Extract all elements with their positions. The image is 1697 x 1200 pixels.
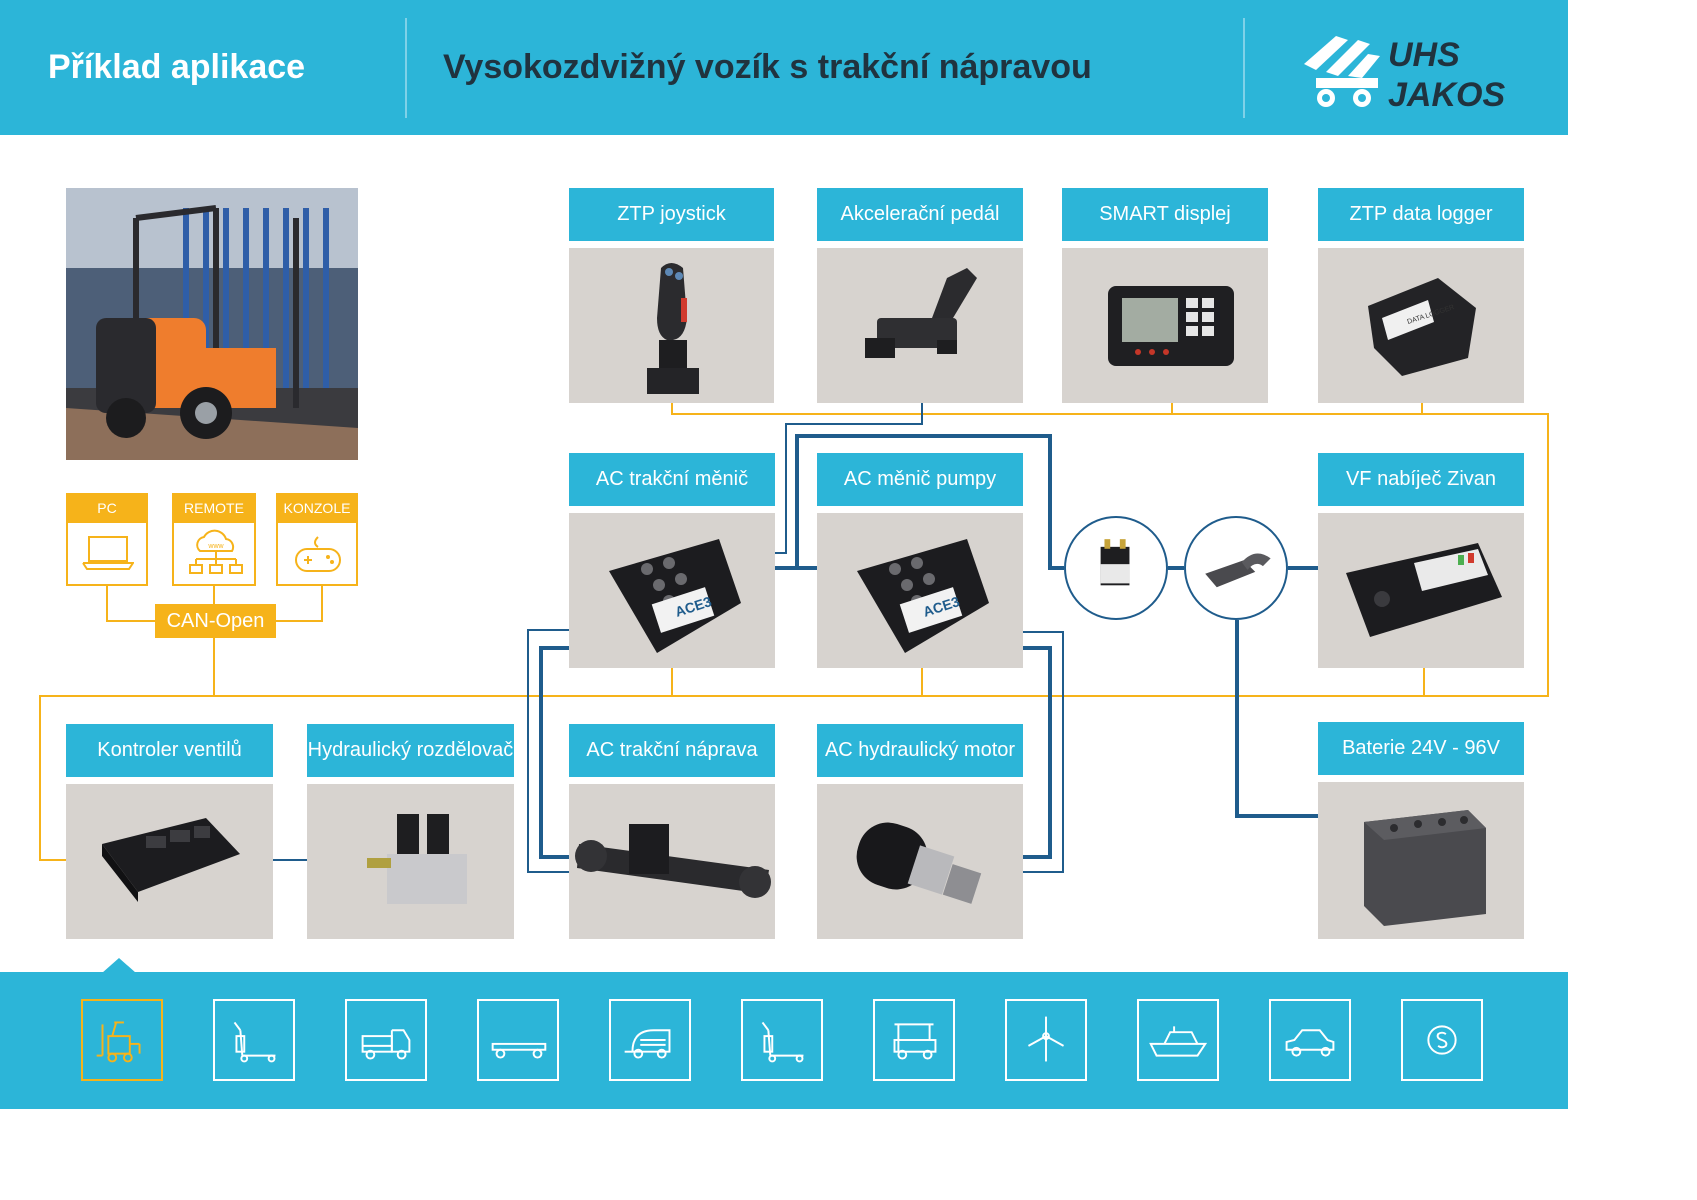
can-open-bus: CAN-Open [155, 604, 276, 638]
car-icon [1285, 1029, 1335, 1057]
traction-inverter-label: AC trakční měnič [569, 453, 775, 506]
floor-sweeper-icon [624, 1029, 671, 1059]
page-title: Vysokozdvižný vozík s trakční nápravou [443, 48, 1092, 86]
application-bar [0, 972, 1568, 1109]
charger-card: VF nabíječ Zivan [1318, 453, 1524, 668]
application-tab-stacker[interactable] [741, 999, 823, 1081]
joystick-image [569, 248, 774, 403]
laptop-icon [82, 536, 134, 570]
logger-image: DATA LOGGER [1318, 248, 1524, 403]
display-card: SMART displej [1062, 188, 1268, 403]
console-interface: KONZOLE [276, 493, 358, 586]
header-bar: Příklad aplikace Vysokozdvižný vozík s t… [0, 0, 1568, 135]
cloud-www-text: www [207, 543, 224, 550]
application-tab-wind-turbine[interactable] [1005, 999, 1087, 1081]
application-tab-platform-trailer[interactable] [477, 999, 559, 1081]
section-title: Příklad aplikace [48, 48, 306, 86]
application-tab-coin[interactable] [1401, 999, 1483, 1081]
pump-inverter-label: AC měnič pumpy [817, 453, 1023, 506]
hydraulic-motor-card: AC hydraulický motor [817, 724, 1023, 939]
application-tab-golf-cart[interactable] [873, 999, 955, 1081]
battery-label: Baterie 24V - 96V [1318, 722, 1524, 775]
contactor-circle [1064, 516, 1168, 620]
display-label: SMART displej [1062, 188, 1268, 241]
application-tab-boat[interactable] [1137, 999, 1219, 1081]
gamepad-icon [295, 536, 341, 572]
battery-card: Baterie 24V - 96V [1318, 722, 1524, 939]
pc-label: PC [66, 493, 148, 523]
header-divider [1243, 18, 1245, 118]
traction-inverter-card: AC trakční měnič ACE3 [569, 453, 775, 668]
traction-inverter-image: ACE3 [569, 513, 775, 668]
console-label: KONZOLE [276, 493, 358, 523]
forklift-photo [66, 188, 358, 460]
battery-connector-icon [1205, 553, 1271, 588]
active-indicator-notch [102, 958, 136, 973]
forklift-icon [96, 1021, 141, 1063]
logger-card: ZTP data logger DATA LOGGER [1318, 188, 1524, 403]
charger-label: VF nabíječ Zivan [1318, 453, 1524, 506]
charger-image [1318, 513, 1524, 668]
valve-controller-label: Kontroler ventilů [66, 724, 273, 777]
utility-truck-icon [361, 1029, 411, 1060]
hydraulic-motor-label: AC hydraulický motor [817, 724, 1023, 777]
cloud-network-icon: www [189, 529, 243, 574]
pallet-truck-icon [233, 1021, 276, 1063]
application-tab-car[interactable] [1269, 999, 1351, 1081]
joystick-card: ZTP joystick [569, 188, 774, 403]
boat-icon [1149, 1026, 1208, 1057]
application-tab-pallet-truck[interactable] [213, 999, 295, 1081]
remote-label: REMOTE [172, 493, 256, 523]
remote-interface: REMOTE www [172, 493, 256, 586]
traction-axle-image [569, 784, 775, 939]
hydraulic-distributor-image [307, 784, 514, 939]
battery-image [1318, 782, 1524, 939]
traction-axle-card: AC trakční náprava [569, 724, 775, 939]
traction-axle-label: AC trakční náprava [569, 724, 775, 777]
header-divider [405, 18, 407, 118]
pedal-image [817, 248, 1023, 403]
pedal-card: Akcelerační pedál [817, 188, 1023, 403]
hydraulic-distributor-label: Hydraulický rozdělovač [307, 724, 514, 777]
wind-turbine-icon [1027, 1016, 1065, 1062]
joystick-label: ZTP joystick [569, 188, 774, 241]
hydraulic-motor-image [817, 784, 1023, 939]
contactor-icon [1100, 539, 1130, 586]
valve-controller-image [66, 784, 273, 939]
pump-inverter-card: AC měnič pumpy ACE3 [817, 453, 1023, 668]
pc-interface: PC [66, 493, 148, 586]
application-tab-floor-sweeper[interactable] [609, 999, 691, 1081]
platform-trailer-icon [491, 1042, 547, 1059]
stacker-icon [761, 1021, 804, 1063]
pump-inverter-image: ACE3 [817, 513, 1023, 668]
connector-circle [1184, 516, 1288, 620]
logo-text-uhs: UHS [1388, 36, 1460, 74]
logger-label: ZTP data logger [1318, 188, 1524, 241]
pedal-label: Akcelerační pedál [817, 188, 1023, 241]
application-tab-forklift[interactable] [81, 999, 163, 1081]
display-image [1062, 248, 1268, 403]
uhs-jakos-logo: UHS JAKOS [1304, 36, 1505, 114]
hydraulic-distributor-card: Hydraulický rozdělovač [307, 724, 514, 939]
valve-controller-card: Kontroler ventilů [66, 724, 273, 939]
application-tab-utility-truck[interactable] [345, 999, 427, 1081]
coin-icon [1427, 1025, 1457, 1055]
logo-text-jakos: JAKOS [1388, 76, 1505, 114]
golf-cart-icon [893, 1023, 937, 1060]
